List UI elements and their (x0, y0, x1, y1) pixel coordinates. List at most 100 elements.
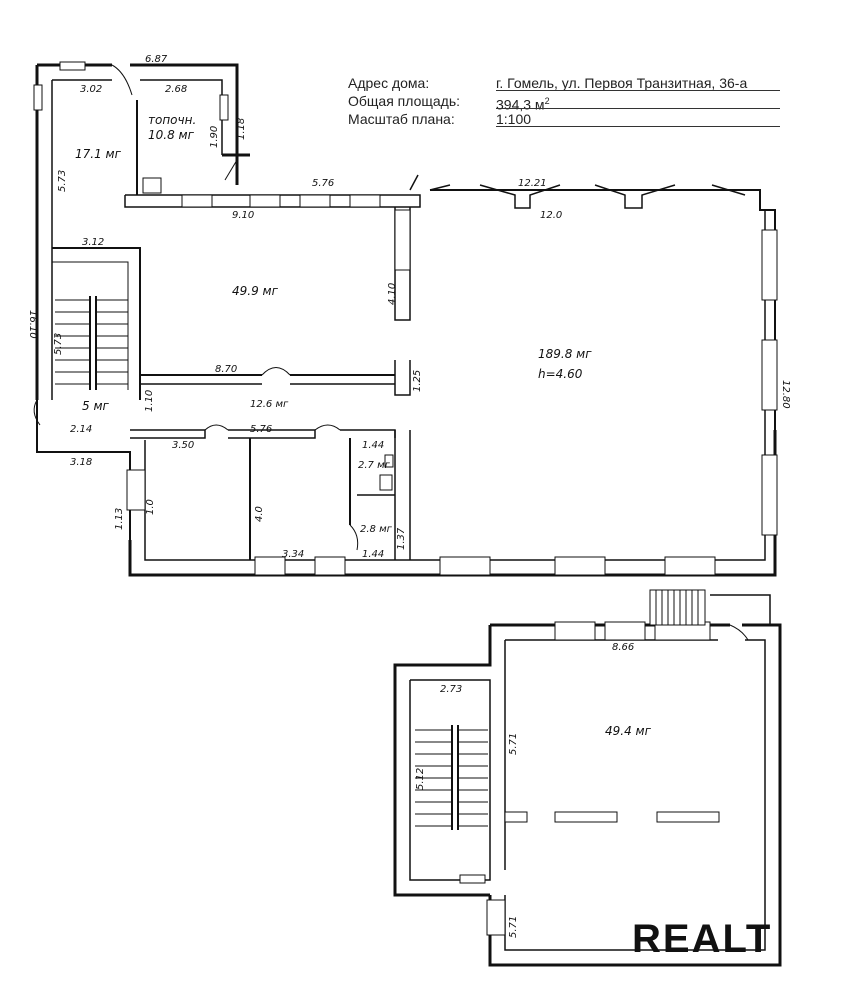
dim-6-87: 6.87 (145, 54, 168, 65)
window-bottom-1 (254, 556, 286, 576)
lower-inner (504, 639, 766, 951)
lower-room-top-c (340, 429, 396, 438)
area-unit-sup: 2 (544, 96, 550, 106)
address-label: Адрес дома: (348, 75, 430, 91)
stair-room-wall (52, 247, 141, 400)
window-bottom-3 (439, 556, 491, 576)
lower-window-bottom (459, 874, 486, 884)
upper-plan-windows (33, 61, 778, 576)
window-hall-4 (349, 194, 381, 208)
lower-entry-steps (649, 589, 706, 626)
dim-5-76: 5.76 (312, 178, 334, 189)
address-value: г. Гомель, ул. Первоя Транзитная, 36-а (496, 75, 748, 91)
lower-left-block (393, 625, 492, 897)
dim-3-12: 3.12 (82, 237, 104, 248)
dim-3-34: 3.34 (282, 549, 304, 560)
door-arc-4 (204, 424, 229, 431)
watermark-text: REALT (632, 917, 772, 961)
dim-1-18: 1.18 (236, 118, 247, 140)
lower-window-left (486, 899, 506, 936)
lower-window-2 (604, 621, 646, 641)
marker-1 (479, 184, 561, 209)
dim-1-37: 1.37 (396, 527, 407, 550)
stairs-rail (89, 296, 97, 390)
dim-1-25: 1.25 (412, 370, 423, 392)
toilet-icon (379, 474, 393, 491)
door-arc-6 (349, 524, 359, 551)
lower-room-top-b (228, 429, 316, 439)
window-left-1 (33, 84, 43, 111)
dim-5-73b: 5.73 (53, 333, 64, 355)
scale-underline (496, 126, 780, 127)
plan-info-block: Адрес дома: г. Гомель, ул. Первоя Транзи… (348, 74, 780, 128)
top-wall-boiler (130, 63, 239, 155)
scale-row: Масштаб плана: 1:100 (348, 110, 780, 128)
room-17-1: 17.1 мг (75, 147, 122, 161)
dim-1-13: 1.13 (114, 508, 125, 530)
lower-outer-top (488, 623, 782, 967)
upper-stairs (55, 296, 128, 390)
door-arcs (33, 64, 359, 551)
dim-4-0: 4.0 (254, 506, 265, 522)
area-row: Общая площадь: 394,3 м2 (348, 92, 780, 113)
realt-watermark: REALT (632, 917, 772, 961)
lower-plan-windows (459, 621, 720, 936)
marker-2 (594, 184, 676, 209)
stair-room-inner (52, 261, 129, 390)
dim-1-90: 1.90 (209, 126, 220, 148)
dim-2-14: 2.14 (70, 424, 92, 435)
dim-9-10: 9.10 (232, 210, 254, 221)
scale-value: 1:100 (496, 111, 532, 127)
dim-3-18: 3.18 (70, 457, 92, 468)
room-49-9: 49.9 мг (232, 284, 279, 298)
dim-12-6: 12.6 мг (250, 399, 289, 410)
window-right-3 (761, 454, 778, 536)
dim-8-66: 8.66 (612, 642, 634, 653)
room-height: h=4.60 (538, 367, 583, 381)
middle-wall-end (394, 360, 411, 396)
window-hall-1 (181, 194, 213, 208)
window-lower-left (126, 469, 146, 511)
room-5: 5 мг (82, 399, 110, 413)
lower-door-arcs (729, 624, 749, 641)
room-10-8: 10.8 мг (148, 128, 195, 142)
stairs-left-treads (55, 299, 90, 385)
door-arc-7 (224, 159, 238, 181)
stairs-right-treads (96, 299, 128, 385)
lower-stairs-right (458, 729, 488, 827)
area-underline (496, 108, 780, 109)
window-hall-3 (299, 194, 331, 208)
dim-1-0: 1.0 (145, 499, 156, 515)
marker-3 (711, 184, 746, 196)
sink-icon (384, 454, 394, 468)
lower-beam-2 (554, 811, 618, 823)
window-boiler (219, 94, 229, 121)
boiler-inner (140, 79, 223, 155)
window-bottom-4 (554, 556, 606, 576)
dim-4-10: 4.10 (387, 283, 398, 305)
dim-12-80: 12.80 (780, 380, 791, 409)
boiler-fixture (142, 177, 162, 194)
dim-5-12: 5.12 (415, 768, 426, 790)
lower-window-1 (554, 621, 596, 641)
room-labels: 17.1 мг топочн. 10.8 мг 49.9 мг 189.8 мг… (75, 113, 652, 738)
room-2-7: 2.7 мг (358, 460, 391, 471)
door-arc-2 (261, 367, 291, 376)
window-hall-2 (249, 194, 281, 208)
dim-12-0: 12.0 (540, 210, 562, 221)
dim-3-02: 3.02 (80, 84, 102, 95)
window-bottom-2 (314, 556, 346, 576)
lower-stair-room (409, 640, 506, 881)
lower-door-arc (729, 624, 749, 641)
door-arc-3 (33, 399, 41, 426)
dim-5-73: 5.73 (57, 170, 68, 192)
door-arc-1 (111, 64, 133, 96)
wc-fixtures (379, 454, 394, 491)
dim-1-44b: 1.44 (362, 549, 384, 560)
window-top-left (59, 61, 86, 71)
dim-1-44: 1.44 (362, 440, 384, 451)
room-boiler-name: топочн. (148, 113, 196, 127)
lower-beam-1 (504, 811, 528, 823)
lower-entry (710, 594, 771, 625)
